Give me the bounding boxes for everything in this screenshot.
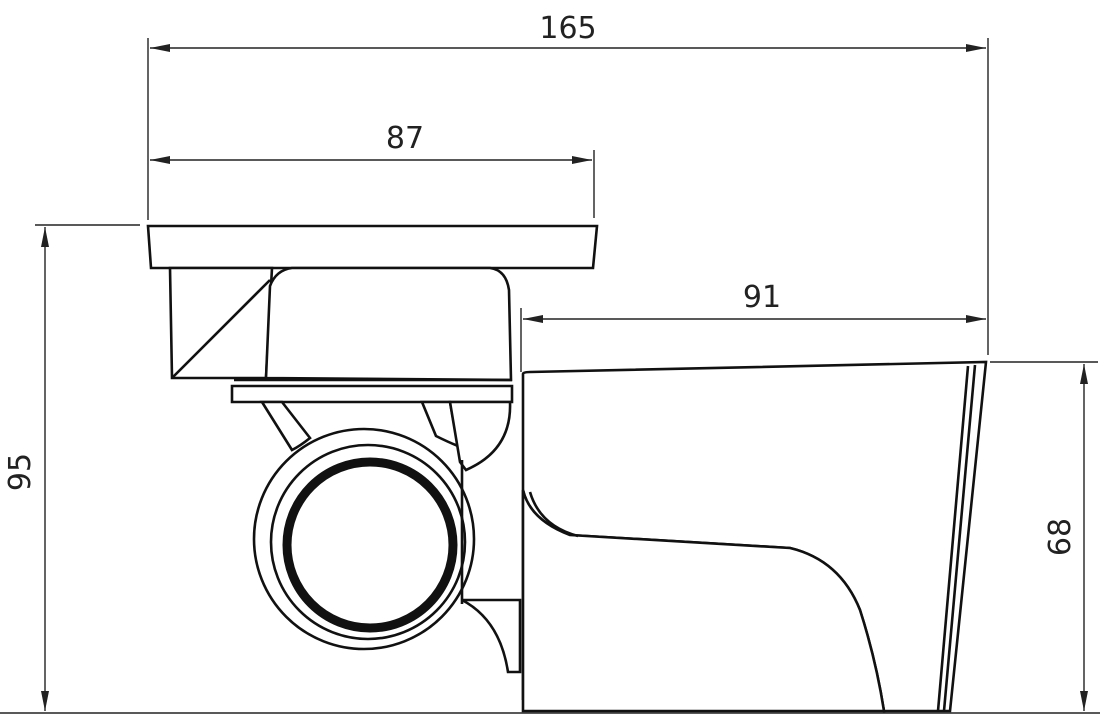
yoke-lower [461,598,522,674]
housing-height-label: 68 [1043,518,1078,556]
housing-length-label: 91 [743,280,781,315]
swivel-dome [264,266,513,382]
dimension-housing-height: 68 [990,361,1098,711]
overall-height-label: 95 [3,453,38,491]
dimension-overall-width: 165 [147,11,989,355]
mount-plate [146,224,599,270]
lens-mid-ring [269,443,467,641]
camera-outline [146,224,988,713]
dimension-overall-height: 95 [0,224,1100,714]
overall-width-label: 165 [539,11,596,46]
mount-base-block [168,266,274,380]
collar-plate [230,384,514,404]
yoke-housing [448,400,512,472]
lens-glass [282,457,458,633]
mount-width-label: 87 [386,121,424,156]
dimension-mount-width: 87 [150,121,595,218]
yoke-arm-left [259,400,312,452]
dimension-housing-length: 91 [520,280,986,372]
